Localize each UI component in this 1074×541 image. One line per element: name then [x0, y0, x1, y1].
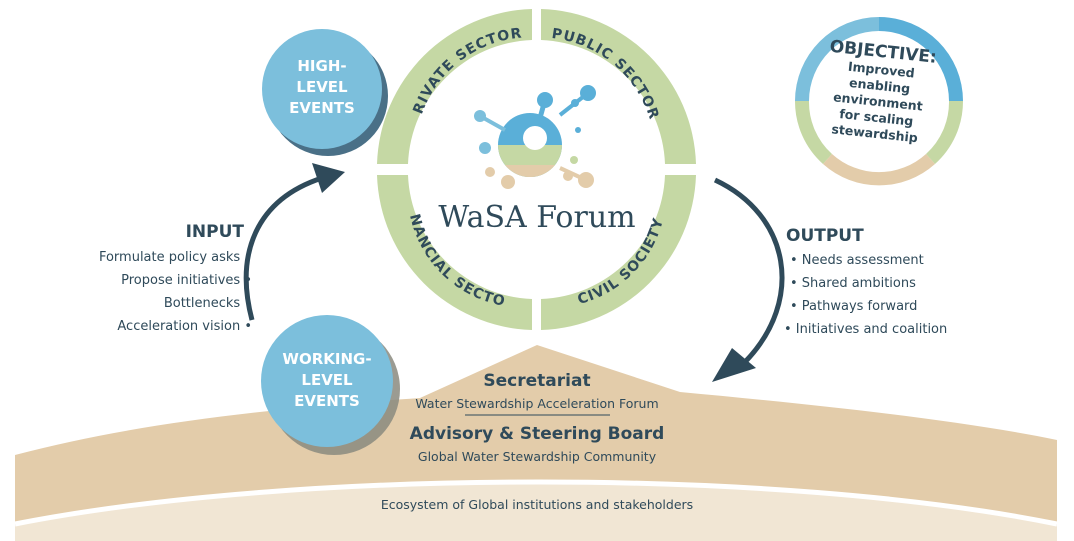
input-item: Formulate policy asks •: [98, 250, 252, 265]
board-subtitle: Global Water Stewardship Community: [417, 449, 657, 464]
objective-ring: [794, 17, 964, 186]
output-arrow-head: [712, 348, 756, 382]
input-list: Formulate policy asks • Propose initiati…: [40, 246, 252, 338]
output-arrow-curve: [713, 177, 785, 364]
output-list: • Needs assessment • Shared ambitions • …: [784, 249, 984, 341]
input-heading: INPUT: [185, 222, 244, 242]
input-arrow-curve: [243, 175, 323, 321]
output-item: • Initiatives and coalition: [784, 322, 948, 337]
working-level-line-3: EVENTS: [294, 392, 360, 410]
high-level-line-1: HIGH-: [297, 57, 347, 75]
high-level-events-label: HIGH- LEVEL EVENTS: [272, 56, 372, 119]
input-item: Propose initiatives •: [121, 273, 252, 288]
segment-private: [377, 9, 532, 164]
secretariat-subtitle: Water Stewardship Acceleration Forum: [415, 396, 659, 411]
output-heading: OUTPUT: [786, 226, 864, 246]
center-title: WaSA Forum: [438, 200, 636, 235]
ecosystem-label: Ecosystem of Global institutions and sta…: [380, 497, 694, 512]
secretariat-title: Secretariat: [483, 371, 591, 391]
input-item: Bottlenecks •: [163, 296, 252, 311]
ecosystem-divider: [14, 479, 1058, 527]
high-level-line-2: LEVEL: [296, 78, 348, 96]
objective-text: OBJECTIVE: Improved enabling environment…: [804, 35, 954, 149]
segment-public: [541, 9, 696, 164]
working-level-line-1: WORKING-: [282, 350, 372, 368]
board-title: Advisory & Steering Board: [409, 424, 665, 444]
high-level-line-3: EVENTS: [289, 99, 355, 117]
output-item: • Needs assessment: [790, 253, 924, 268]
sector-ring: [377, 9, 696, 330]
wasa-logo: [474, 85, 596, 189]
ecosystem-band: [15, 483, 1057, 541]
high-level-events-bubble: [262, 29, 382, 149]
input-arrow-head: [312, 163, 345, 193]
segment-civil: [541, 175, 696, 330]
input-item: Acceleration vision •: [117, 319, 252, 334]
output-item: • Pathways forward: [790, 299, 918, 314]
working-level-events-bubble: [261, 315, 393, 447]
segment-financial: [377, 175, 532, 330]
working-level-events-label: WORKING- LEVEL EVENTS: [272, 349, 382, 412]
output-item: • Shared ambitions: [790, 276, 916, 291]
working-level-line-2: LEVEL: [301, 371, 353, 389]
